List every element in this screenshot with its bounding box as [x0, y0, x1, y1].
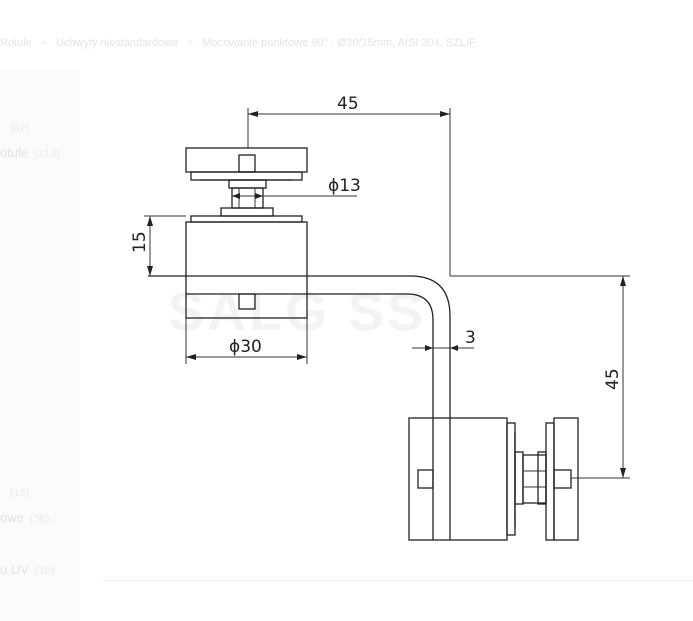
- dimension-pin-diameter: ϕ13: [232, 176, 361, 199]
- side-fitting: [408, 417, 579, 541]
- watermark: SALG SS: [168, 282, 426, 342]
- breadcrumb-item-current: Mocowanie punktowe 90° - Ø30/15mm, AISI …: [202, 37, 476, 49]
- sidebar-item[interactable]: (87): [0, 120, 30, 135]
- dimension-height: 15: [130, 215, 186, 276]
- sidebar-item[interactable]: owe (36): [0, 510, 49, 525]
- dimension-thickness: 3: [412, 328, 476, 351]
- category-sidebar: [0, 70, 80, 621]
- divider: [102, 580, 693, 581]
- bent-plate: [148, 275, 451, 540]
- sidebar-item-label: otule: [0, 145, 29, 160]
- dimension-right-height: 45: [450, 275, 630, 479]
- breadcrumb-separator: »: [40, 37, 47, 49]
- sidebar-item-count: (87): [10, 123, 30, 135]
- sidebar-item[interactable]: u UV (10): [0, 562, 54, 577]
- dimension-label: ϕ30: [229, 337, 262, 357]
- breadcrumb-separator: »: [187, 37, 194, 49]
- dimension-label: 45: [337, 94, 359, 114]
- sidebar-item-label: owe: [0, 510, 24, 525]
- dimension-label: 15: [130, 231, 150, 253]
- sidebar-item-count: (36): [29, 513, 50, 525]
- sidebar-item[interactable]: (15): [0, 484, 30, 499]
- sidebar-item-count: (214): [34, 148, 60, 160]
- dimension-top-width: 45: [247, 94, 451, 276]
- breadcrumb: Rotule » Uchwyty niestandardowe » Mocowanie …: [0, 37, 476, 49]
- sidebar-item-count: (10): [34, 565, 55, 577]
- sidebar-item[interactable]: otule (214): [0, 145, 60, 160]
- dimension-base-diameter: ϕ30: [185, 318, 308, 364]
- sidebar-item-label: u UV: [0, 562, 29, 577]
- breadcrumb-item-rotule[interactable]: Rotule: [0, 37, 32, 49]
- sidebar-item-count: (15): [10, 487, 30, 499]
- dimension-label: ϕ13: [328, 176, 361, 196]
- dimension-label: 45: [603, 368, 623, 390]
- dimension-label: 3: [465, 328, 476, 348]
- breadcrumb-item-category[interactable]: Uchwyty niestandardowe: [55, 37, 179, 49]
